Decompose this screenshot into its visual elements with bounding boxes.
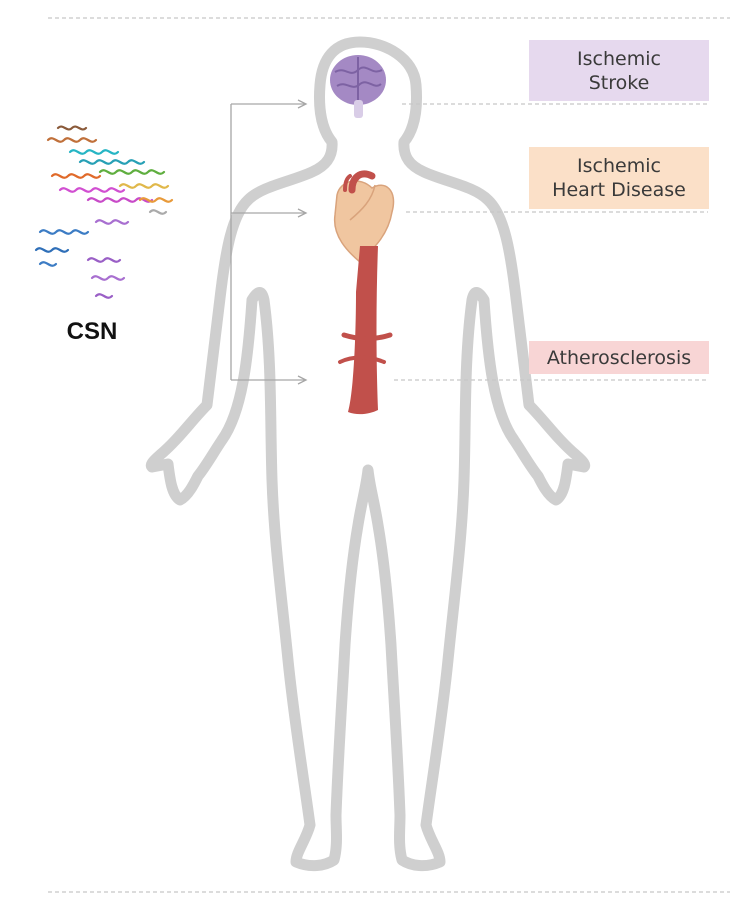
- csn-protein-structure-image: [34, 125, 174, 299]
- aorta-icon: [338, 246, 393, 415]
- leader-lines: [394, 103, 708, 381]
- ischemic-heart-disease-label-box: Ischemic Heart Disease: [529, 147, 709, 209]
- atherosclerosis-label-box: Atherosclerosis: [529, 341, 709, 374]
- human-body-outline: [145, 36, 591, 872]
- csn-label: CSN: [66, 318, 118, 345]
- heart-icon: [333, 170, 395, 264]
- brain-icon: [330, 55, 386, 118]
- connector-arrows: [230, 99, 308, 385]
- ischemic-stroke-label-box: Ischemic Stroke: [529, 40, 709, 101]
